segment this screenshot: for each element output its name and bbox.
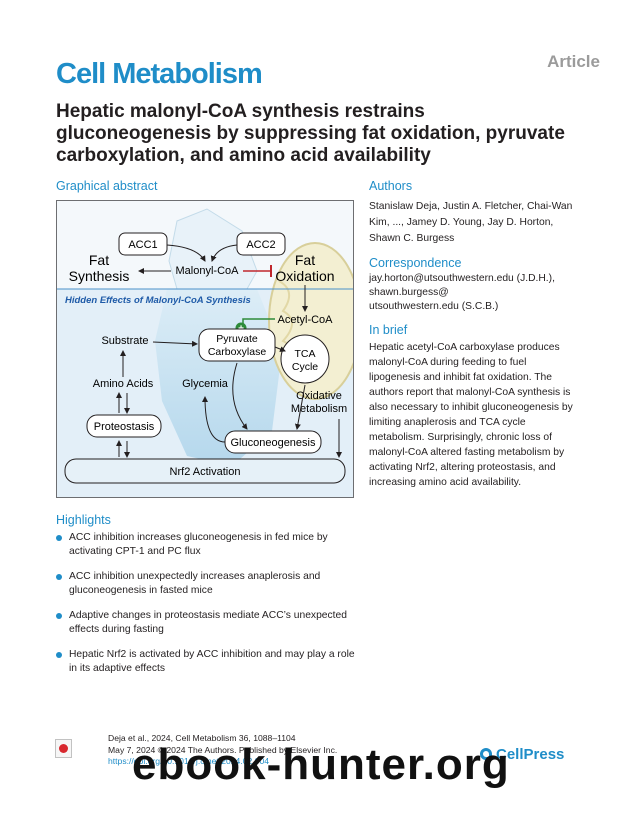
fat-oxidation-label-2: Oxidation [275,268,334,284]
highlight-item: ACC inhibition increases gluconeogenesis… [56,531,356,559]
bullet-icon [56,613,62,619]
amino-acids-label: Amino Acids [93,378,154,390]
gluconeogenesis-label: Gluconeogenesis [230,437,316,449]
oxidative-label-2: Metabolism [291,403,347,415]
correspondence-line[interactable]: utsouthwestern.edu (S.C.B.) [369,301,499,312]
acc1-node [118,232,168,256]
oxidative-label-1: Oxidative [296,390,342,402]
nrf2-label: Nrf2 Activation [170,466,241,478]
doi-link[interactable]: https://doi.org/10.1016/j.cmet.2024.02.0… [108,756,270,766]
correspondence-heading: Correspondence [369,256,462,270]
in-brief-text: Hepatic acetyl-CoA carboxylase produces … [369,342,573,488]
authors-list: Stanislaw Deja, Justin A. Fletcher, Chai… [369,201,573,244]
cellpress-logo: CellPress [480,746,564,763]
substrate-to-pc-arrow [152,340,198,347]
acc2-arrow [210,244,238,262]
cellpress-logo-icon [480,748,492,760]
pc-to-gng-arrow [232,362,248,430]
hidden-effects-banner: Hidden Effects of Malonyl-CoA Synthesis [65,295,251,306]
correspondence-line[interactable]: shawn.burgess@ [369,287,449,298]
pc-to-tca-arrow [274,346,286,352]
glycemia-label: Glycemia [182,378,229,390]
graphical-abstract-heading: Graphical abstract [56,179,158,193]
nrf2-activation-bar [64,458,346,484]
highlights-heading: Highlights [56,513,111,527]
authors-heading: Authors [369,179,413,193]
acc2-node [236,232,286,256]
proteostasis-label: Proteostasis [94,421,155,433]
substrate-label: Substrate [101,335,148,347]
article-label: Article [547,52,600,71]
pyruvate-carboxylase-node [198,328,276,362]
highlight-item: Adaptive changes in proteostasis mediate… [56,609,356,637]
fat-synthesis-label-1: Fat [89,252,109,268]
bullet-icon [56,652,62,658]
graphical-abstract-figure: ACC1 ACC2 Malonyl-CoA Fat Synthesis Fat … [57,201,353,497]
acetyl-coa-label: Acetyl-CoA [277,314,333,326]
iceberg-top [168,208,258,290]
pc-label-1: Pyruvate [216,333,258,345]
acc2-label: ACC2 [246,239,275,251]
citation-block: Deja et al., 2024, Cell Metabolism 36, 1… [108,733,337,768]
highlights-list: ACC inhibition increases gluconeogenesis… [56,531,356,687]
correspondence-line[interactable]: jay.horton@utsouthwestern.edu (J.D.H.), [369,273,555,284]
journal-title: Cell Metabolism [56,58,263,90]
gng-to-glycemia-arrow [202,396,226,443]
citation-line: May 7, 2024 © 2024 The Authors. Publishe… [108,744,338,755]
check-for-updates-icon[interactable] [55,739,72,758]
in-brief-heading: In brief [369,323,408,337]
tca-cycle-node [280,334,330,384]
tca-label-2: Cycle [292,361,318,373]
citation-line: Deja et al., 2024, Cell Metabolism 36, 1… [108,733,296,743]
acc1-label: ACC1 [128,239,157,251]
bullet-icon [56,574,62,580]
acc1-arrow [166,244,206,262]
paper-title: Hepatic malonyl-CoA synthesis restrains … [56,101,565,166]
proteostasis-node [86,414,162,438]
bullet-icon [56,535,62,541]
watermark: ebook-hunter.org [132,740,510,789]
graphical-abstract: ACC1 ACC2 Malonyl-CoA Fat Synthesis Fat … [56,200,354,498]
correspondence-emails[interactable]: jay.horton@utsouthwestern.edu (J.D.H.), … [369,272,584,314]
malonyl-coa-label: Malonyl-CoA [176,265,240,277]
fat-oxidation-label-1: Fat [295,252,315,268]
tca-label-1: TCA [295,348,316,360]
highlight-item: Hepatic Nrf2 is activated by ACC inhibit… [56,648,356,676]
highlight-item: ACC inhibition unexpectedly increases an… [56,570,356,598]
fat-synthesis-label-2: Synthesis [69,268,130,284]
pc-label-2: Carboxylase [208,346,267,358]
tca-to-gng-arrow [294,384,306,430]
